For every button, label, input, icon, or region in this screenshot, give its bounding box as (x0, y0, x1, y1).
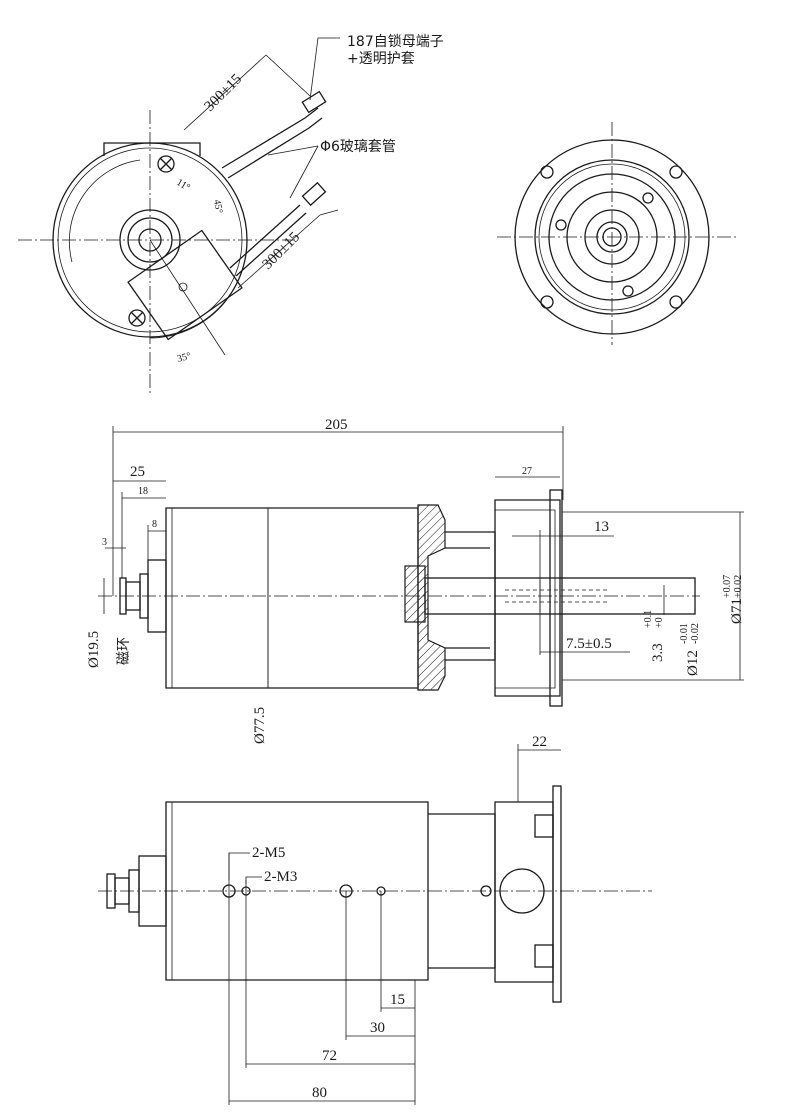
dim-shaft-12-tol-dn: -0.02 (690, 623, 701, 644)
side-section-view: 205 25 18 8 3 27 13 7.5±0.5 Ø19.5 磁环 Ø77… (86, 417, 745, 744)
dim-flange-71: Ø71 (729, 598, 745, 624)
dim-80: 80 (312, 1085, 327, 1101)
dim-dia-77-5: Ø77.5 (252, 707, 268, 744)
end-view-rear: 300±15 300±15 35° 11° 45° 187自锁母端子 +透明护套… (18, 34, 444, 395)
angle-11: 11° (175, 177, 192, 193)
label-2-m3: 2-M3 (264, 869, 297, 885)
dim-25: 25 (130, 464, 145, 480)
dim-shaft-12-tol-up: -0.01 (679, 623, 690, 644)
dim-overall-205: 205 (325, 417, 348, 433)
dim-8: 8 (152, 519, 157, 530)
dim-30: 30 (370, 1020, 385, 1036)
dim-key-3-3-tol-dn: +0 (654, 617, 665, 628)
dim-key-3-3-tol-up: +0.1 (643, 610, 654, 628)
label-2-m5: 2-M5 (252, 845, 285, 861)
end-view-front (497, 122, 738, 345)
magnet-ring-label: 磁环 (116, 637, 132, 665)
bottom-view: 22 2-M5 2-M3 15 30 72 80 (98, 734, 652, 1105)
dim-flange-71-tol-dn: +0.02 (733, 575, 744, 598)
screw-icon-bottom (128, 309, 146, 327)
dim-18: 18 (138, 486, 148, 497)
dim-7-5: 7.5±0.5 (566, 636, 612, 652)
angle-35: 35° (176, 351, 192, 365)
screw-icon-top (157, 155, 175, 173)
dim-key-3-3: 3.3 (650, 643, 666, 662)
dim-shaft-12: Ø12 (685, 650, 701, 676)
dim-flange-71-tol-up: +0.07 (722, 575, 733, 598)
terminal-note-line1: 187自锁母端子 (347, 34, 444, 50)
lead-length-1: 300±15 (202, 71, 246, 115)
dim-dia-19-5: Ø19.5 (86, 631, 102, 668)
dim-3: 3 (102, 537, 107, 548)
dim-27: 27 (522, 466, 532, 477)
dim-15: 15 (390, 992, 405, 1008)
dim-13: 13 (594, 519, 609, 535)
terminal-note-line2: +透明护套 (347, 51, 415, 67)
dim-22: 22 (532, 734, 547, 750)
angle-45: 45° (211, 199, 224, 215)
dim-72: 72 (322, 1048, 337, 1064)
sleeve-note: Φ6玻璃套管 (320, 138, 396, 155)
